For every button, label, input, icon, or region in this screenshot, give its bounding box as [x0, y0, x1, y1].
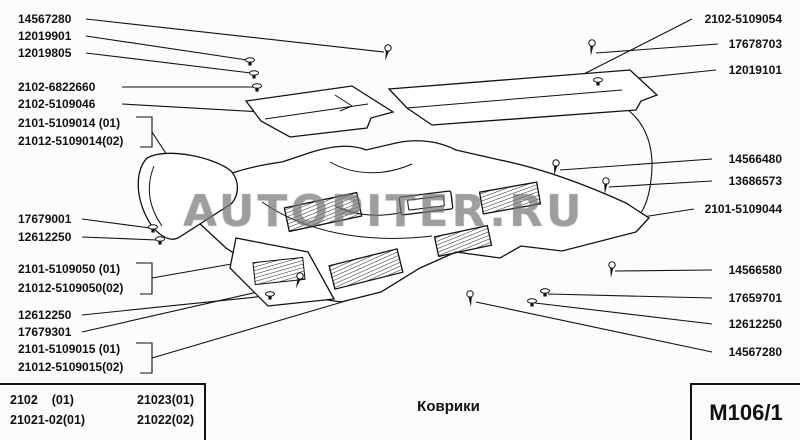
screw-icon: [602, 177, 610, 194]
plug-icon: [593, 77, 603, 86]
part-number-label: 17678703: [728, 37, 782, 51]
label-bracket: [136, 342, 153, 374]
fasteners: [148, 39, 616, 307]
page-title: Коврики: [417, 398, 480, 415]
part-number-label: 21012-5109014(02): [18, 134, 124, 148]
model-cell: 21022(02): [137, 413, 194, 427]
part-number-label: 12019805: [18, 46, 72, 60]
part-number-label: 14566480: [728, 152, 782, 166]
plug-icon: [527, 298, 537, 307]
part-number-label: 14566580: [728, 263, 782, 277]
part-number-label: 12612250: [728, 317, 782, 331]
model-cell: 2102 (01): [10, 393, 74, 407]
label-bracket: [136, 262, 153, 295]
model-table-row: 21021-02(01) 21022(02): [10, 413, 194, 427]
screw-icon: [295, 272, 304, 289]
screw-icon: [384, 44, 392, 61]
part-number-label: 2101-5109014 (01): [18, 116, 121, 130]
part-number-label: 2101-5109044: [704, 202, 782, 216]
screw-icon: [608, 261, 616, 278]
model-table-row: 2102 (01) 21023(01): [10, 393, 194, 407]
side-mat-upper: [137, 152, 239, 240]
part-number-label: 12019901: [18, 29, 72, 43]
side-mat-lower: [229, 237, 336, 307]
part-number-label: 2102-5109054: [704, 12, 782, 26]
plug-icon: [252, 83, 262, 92]
part-number-label: 17659701: [728, 291, 782, 305]
page-code: M106/1: [690, 383, 800, 440]
part-number-label: 17679301: [18, 325, 72, 339]
model-table: 2102 (01) 21023(01) 21021-02(01) 21022(0…: [0, 383, 206, 440]
part-number-label: 2102-5109046: [18, 97, 96, 111]
model-cell: 21023(01): [137, 393, 194, 407]
part-number-label: 12612250: [18, 230, 72, 244]
plug-icon: [148, 224, 158, 233]
screw-icon: [588, 39, 596, 56]
plug-icon: [249, 70, 259, 79]
part-number-label: 2101-5109015 (01): [18, 342, 121, 356]
part-number-label: 21012-5109015(02): [18, 360, 124, 374]
part-number-label: 21012-5109050(02): [18, 281, 124, 295]
label-bracket: [136, 116, 153, 148]
part-number-label: 17679001: [18, 212, 72, 226]
part-number-label: 14567280: [18, 12, 72, 26]
plug-icon: [155, 236, 165, 245]
part-number-label: 13686573: [728, 174, 782, 188]
rear-mat-left: [244, 85, 395, 138]
model-cell: 21021-02(01): [10, 413, 86, 427]
plug-icon: [245, 57, 255, 66]
part-number-label: 2101-5109050 (01): [18, 262, 121, 276]
plug-icon: [540, 288, 550, 297]
plug-icon: [265, 291, 275, 300]
part-number-label: 2102-6822660: [18, 80, 96, 94]
part-number-label: 14567280: [728, 345, 782, 359]
part-number-label: 12612250: [18, 308, 72, 322]
rear-mat-right: [387, 69, 659, 126]
part-number-label: 12019101: [728, 63, 782, 77]
screw-icon: [552, 159, 560, 176]
screw-icon: [466, 290, 474, 307]
